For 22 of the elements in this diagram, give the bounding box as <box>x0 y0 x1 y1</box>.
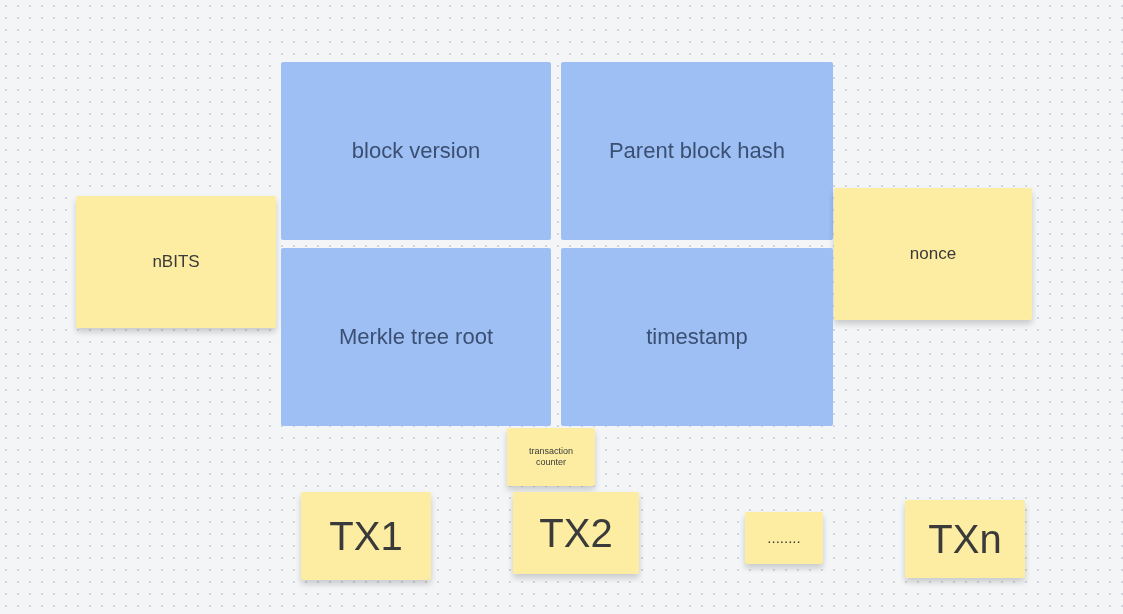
note-text: block version <box>351 137 481 165</box>
header-field-box <box>281 248 551 426</box>
note-text: TX1 <box>329 513 403 560</box>
note-text: timestamp <box>646 323 748 351</box>
sticky-note <box>507 428 595 486</box>
sticky-note <box>745 512 823 564</box>
note-text: TXn <box>928 516 1002 563</box>
note-text: TX2 <box>539 510 613 557</box>
note-text: nBITS <box>152 251 200 273</box>
sticky-note <box>834 188 1032 320</box>
note-text: nonce <box>909 243 957 265</box>
sticky-note <box>513 492 639 574</box>
note-text: Parent block hash <box>608 137 786 165</box>
sticky-note <box>76 196 276 328</box>
header-field-box <box>561 62 833 240</box>
note-text: transaction counter <box>528 446 574 468</box>
note-text: Merkle tree root <box>338 323 494 351</box>
sticky-note <box>905 500 1025 578</box>
sticky-note <box>301 492 431 580</box>
header-field-box <box>281 62 551 240</box>
header-field-box <box>561 248 833 426</box>
note-text: ........ <box>767 529 801 547</box>
